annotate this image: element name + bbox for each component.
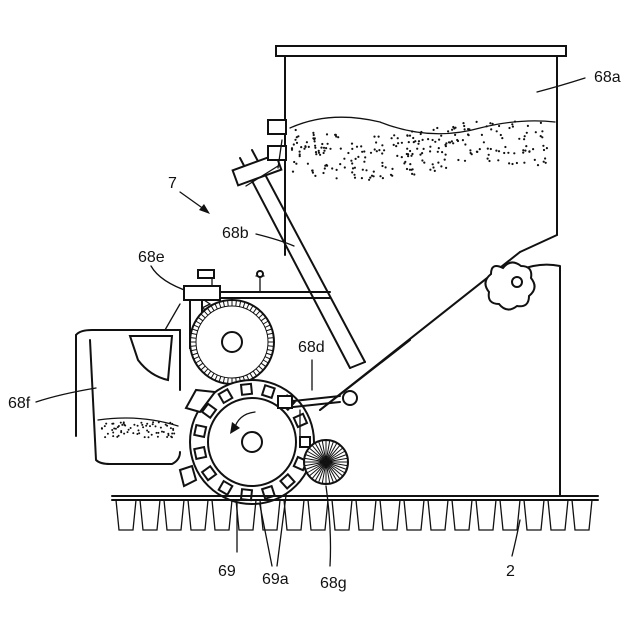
tray xyxy=(76,330,180,464)
leader-lines xyxy=(36,78,585,566)
label-roller: 69 xyxy=(218,563,236,580)
label-chute: 68b xyxy=(222,225,249,242)
label-brush: 68g xyxy=(320,575,347,592)
upper-wheel xyxy=(190,300,274,384)
label-cells: 2 xyxy=(506,563,515,580)
label-machine: 7 xyxy=(168,175,177,192)
cell-tray xyxy=(112,496,598,530)
label-roller-teeth: 69a xyxy=(262,571,289,588)
brush xyxy=(304,440,348,484)
label-lever: 68d xyxy=(298,339,325,356)
label-tray: 68f xyxy=(8,395,31,412)
powder-dots xyxy=(291,121,548,181)
support-frame xyxy=(320,262,560,495)
main-roller xyxy=(180,380,314,504)
label-hopper: 68a xyxy=(594,69,621,86)
label-spring-assembly: 68e xyxy=(138,249,165,266)
